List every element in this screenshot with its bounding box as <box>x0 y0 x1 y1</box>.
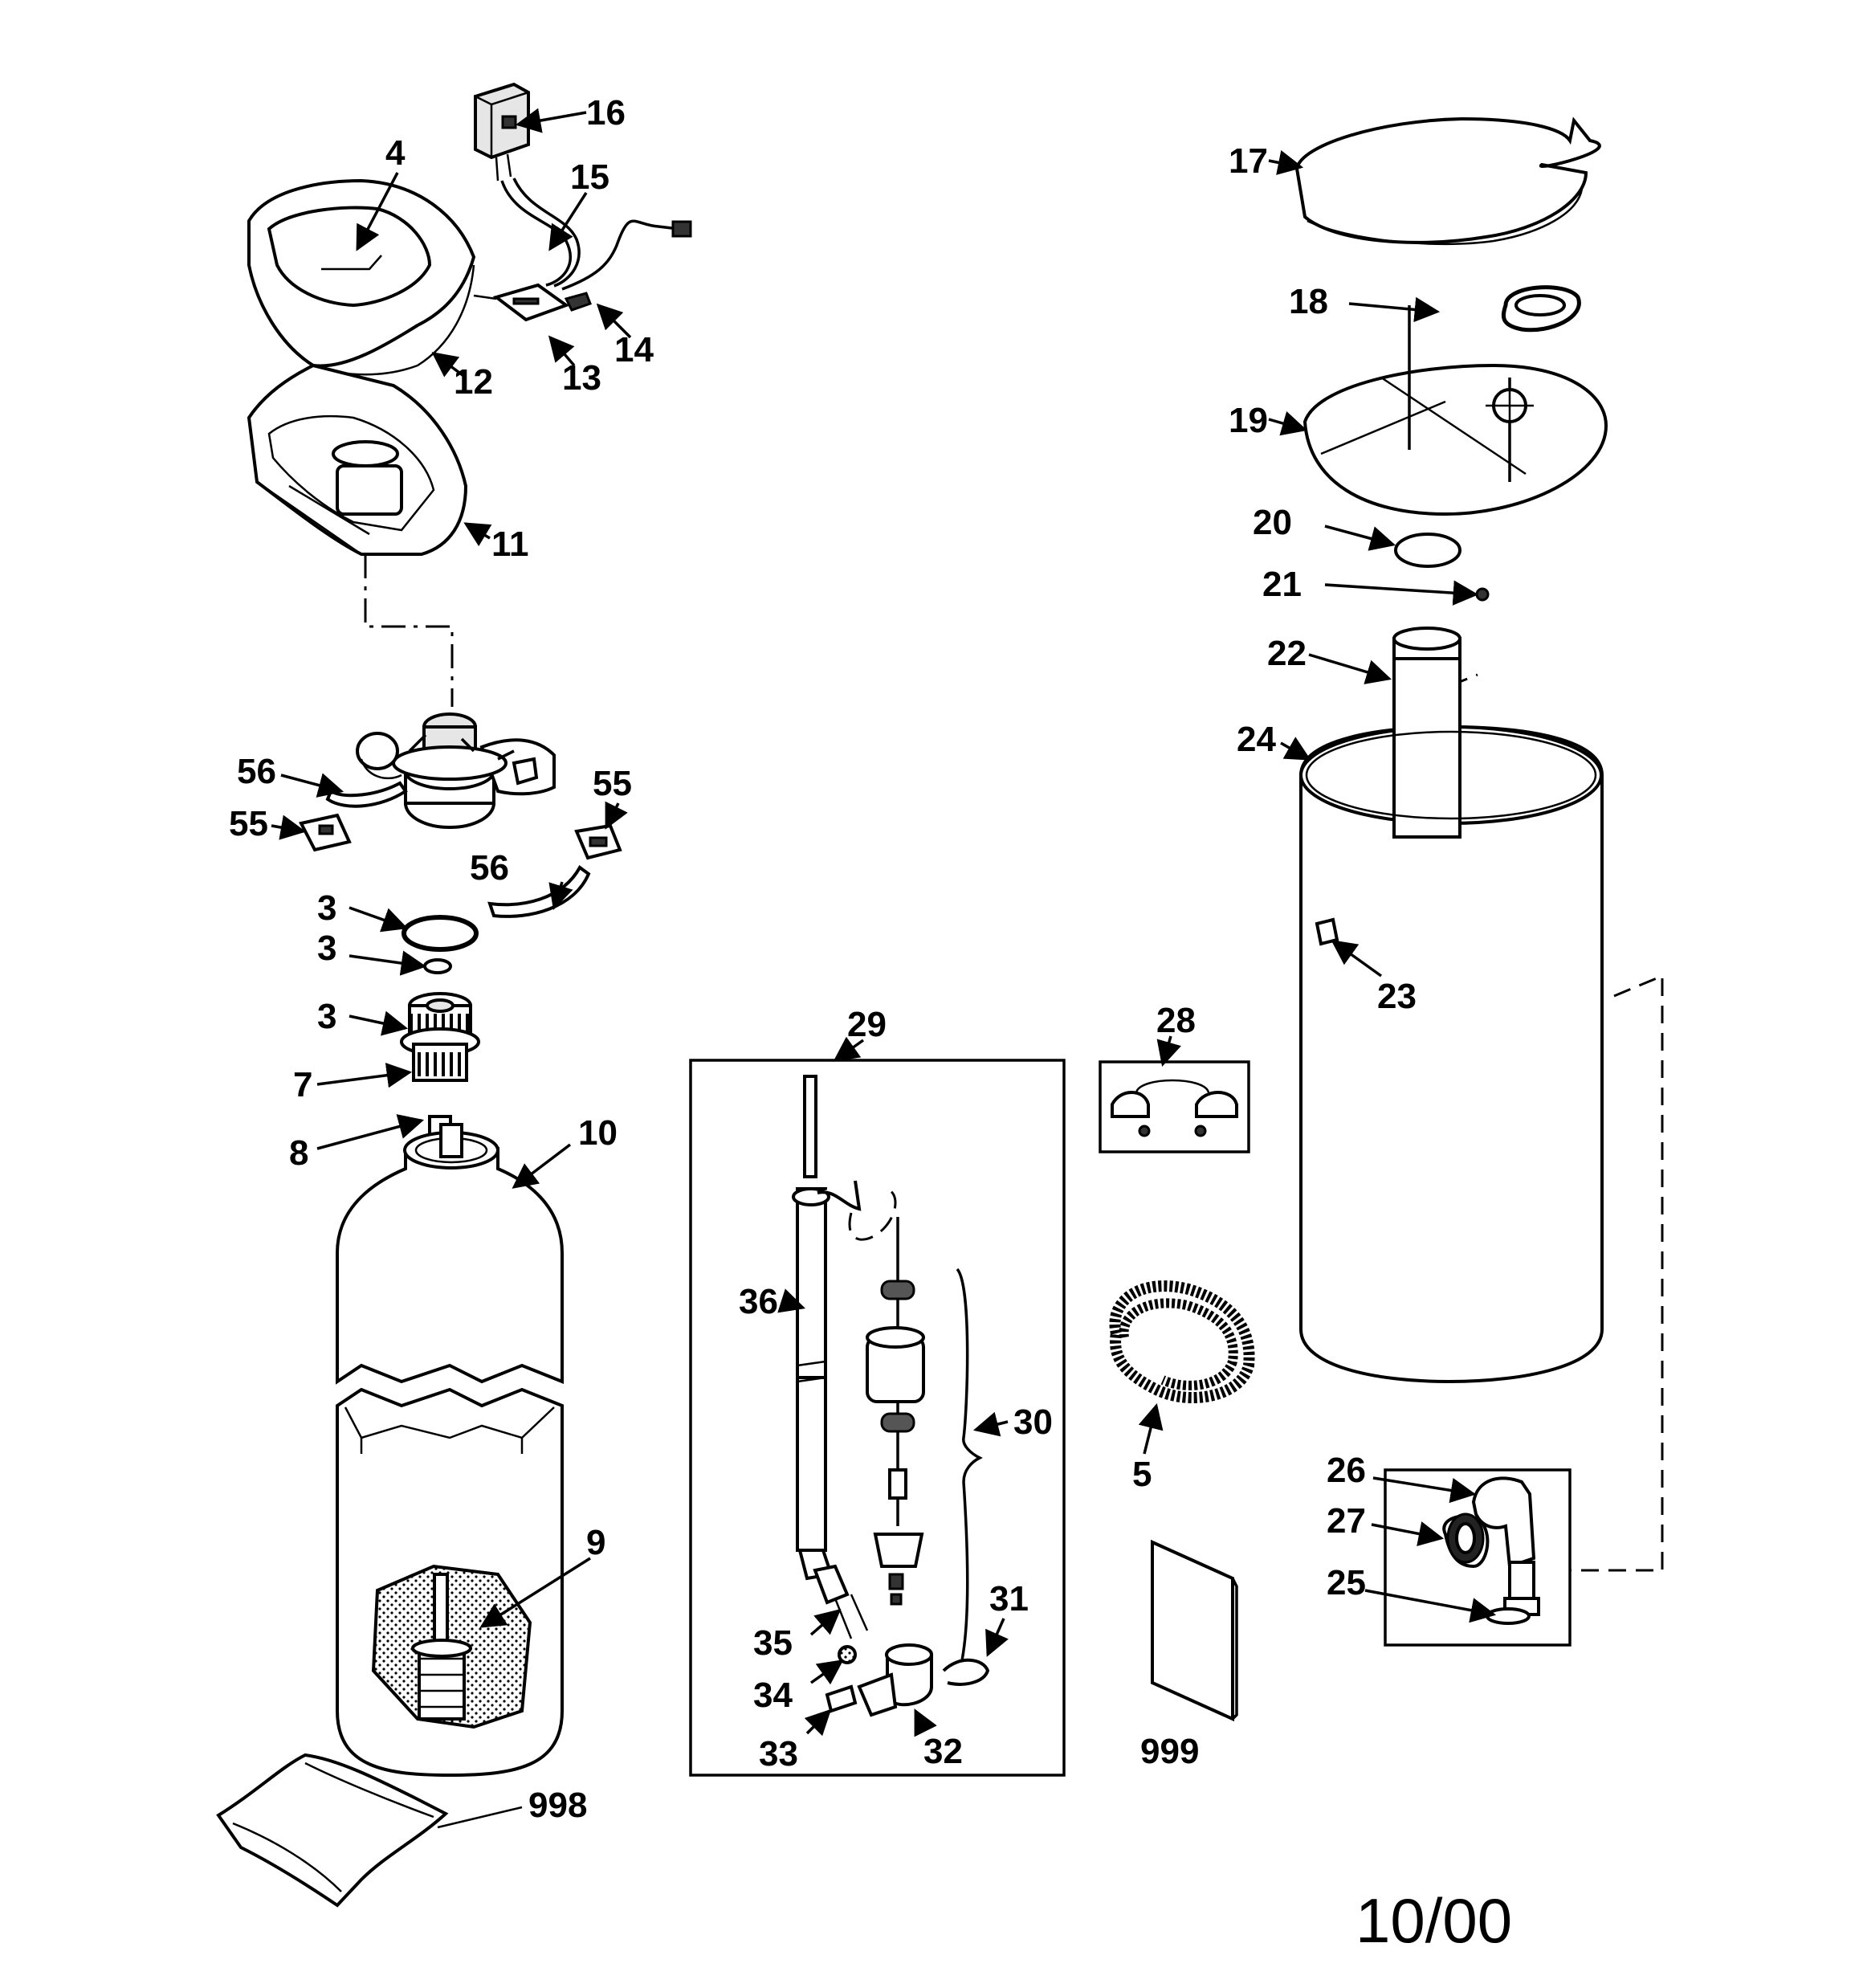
label-8: 8 <box>289 1133 308 1173</box>
circuit-board-part <box>473 283 570 322</box>
owners-manual-edge <box>1231 1578 1238 1721</box>
label-55-left: 55 <box>229 804 268 843</box>
label-16: 16 <box>586 93 626 133</box>
o-ring-large <box>402 915 479 952</box>
label-33: 33 <box>759 1734 798 1774</box>
brine-well-cover-part <box>1394 533 1461 568</box>
label-999: 999 <box>1140 1732 1199 1771</box>
label-56-upper: 56 <box>237 752 276 791</box>
leader-arrows <box>271 108 1497 1829</box>
label-3-middle: 3 <box>317 929 336 968</box>
resin-bag-folds <box>232 1761 434 1892</box>
label-29: 29 <box>847 1005 887 1044</box>
overflow-fitting-kit-box <box>1384 1468 1572 1647</box>
label-18: 18 <box>1289 282 1328 321</box>
brine-valve-assembly <box>792 1075 990 1717</box>
label-4: 4 <box>385 133 406 173</box>
label-7: 7 <box>293 1065 312 1104</box>
label-31: 31 <box>989 1579 1029 1619</box>
label-12: 12 <box>454 362 493 402</box>
label-26: 26 <box>1327 1451 1366 1490</box>
owners-manual-part <box>1151 1539 1234 1722</box>
label-998: 998 <box>528 1786 587 1825</box>
label-32: 32 <box>923 1732 963 1771</box>
mounting-clips-part <box>1111 1079 1238 1137</box>
housing-to-valve-leader <box>364 554 454 707</box>
control-housing-part <box>247 363 468 556</box>
faceplate-cover-part <box>247 178 476 376</box>
label-25: 25 <box>1327 1563 1366 1602</box>
overflow-fitting-part <box>1442 1476 1540 1625</box>
label-30: 30 <box>1013 1402 1053 1442</box>
brine-well-cap-part <box>1502 285 1581 333</box>
label-14: 14 <box>614 330 654 369</box>
tank-to-overflow-leader <box>1570 974 1664 1572</box>
label-34: 34 <box>753 1676 793 1715</box>
label-27: 27 <box>1327 1501 1366 1541</box>
label-24: 24 <box>1237 720 1276 759</box>
label-19: 19 <box>1229 401 1268 440</box>
small-grommet-part <box>1475 587 1490 602</box>
brine-valve-kit-box <box>689 1059 1066 1777</box>
label-55-right: 55 <box>593 764 632 803</box>
label-35: 35 <box>753 1623 793 1663</box>
label-9: 9 <box>586 1523 605 1562</box>
drain-hose-part <box>1109 1280 1255 1403</box>
label-3-top: 3 <box>317 888 336 928</box>
label-11: 11 <box>491 525 529 564</box>
label-17: 17 <box>1229 141 1268 181</box>
label-20: 20 <box>1253 503 1292 542</box>
label-36: 36 <box>739 1282 778 1321</box>
label-21: 21 <box>1262 565 1302 604</box>
revision-date: 10/00 <box>1355 1885 1512 1956</box>
plate-part-left <box>299 813 352 852</box>
label-28: 28 <box>1156 1001 1196 1040</box>
resin-tank-part <box>336 1123 564 1778</box>
plate-part-right <box>574 823 622 860</box>
tank-adapter-part <box>400 992 480 1082</box>
control-valve-assembly <box>356 712 556 829</box>
transformer-part <box>474 82 530 182</box>
clip-part-upper <box>325 781 408 808</box>
o-ring-small <box>423 958 452 974</box>
label-23: 23 <box>1377 977 1417 1016</box>
label-15: 15 <box>570 157 609 197</box>
label-22: 22 <box>1267 634 1307 673</box>
part-number-labels: 16 4 15 12 13 14 11 56 55 55 56 3 3 3 7 … <box>229 93 1417 1825</box>
salt-shelf-part <box>1302 363 1608 516</box>
label-13: 13 <box>562 358 601 398</box>
resin-bag-part <box>216 1753 449 1908</box>
label-3-bottom: 3 <box>317 997 336 1036</box>
label-10: 10 <box>578 1113 618 1153</box>
brine-tank-part <box>1299 657 1604 1384</box>
salt-lid-part <box>1294 116 1601 246</box>
label-5: 5 <box>1132 1455 1152 1494</box>
label-56-lower: 56 <box>470 848 509 888</box>
